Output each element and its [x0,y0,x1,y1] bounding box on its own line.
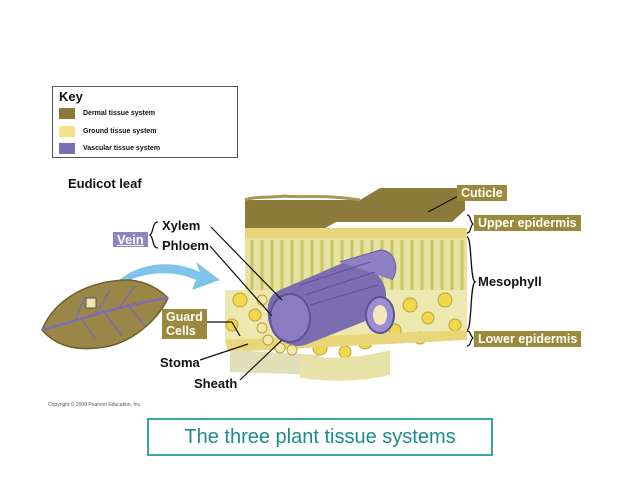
eudicot-leaf-illustration [41,279,169,350]
dermal-swatch [59,107,75,119]
braces [148,214,477,347]
key-item-dermal: Dermal tissue system [59,107,155,119]
upper-epidermis-label: Upper epidermis [474,215,581,231]
lower-epidermis-label: Lower epidermis [474,331,582,347]
key-item-ground: Ground tissue system [59,125,157,137]
cuticle-label: Cuticle [457,185,507,201]
stoma-label: Stoma [160,355,200,370]
xylem-label: Xylem [162,218,201,233]
leader-lines [199,195,459,381]
guard-cells-line1: Guard [166,310,203,324]
leaf-cross-section-block [225,188,467,381]
key-item-vascular: Vascular tissue system [59,142,160,154]
key-title: Key [59,89,83,104]
phloem-label: Phloem [162,238,209,253]
eudicot-leaf-label: Eudicot leaf [68,176,142,191]
slide-title-box: The three plant tissue systems [147,418,493,456]
key-label-ground: Ground tissue system [83,127,157,135]
vascular-swatch [59,142,75,154]
guard-cells-line2: Cells [166,324,196,338]
guard-cells-label: Guard Cells [162,309,207,339]
key-label-vascular: Vascular tissue system [83,144,161,152]
slide-title: The three plant tissue systems [184,425,456,448]
mesophyll-label: Mesophyll [478,274,542,289]
copyright-text: Copyright © 2008 Pearson Education, Inc. [48,402,142,408]
key-legend: Key Dermal tissue system Ground tissue s… [52,86,238,158]
ground-swatch [59,125,75,137]
sheath-label: Sheath [194,376,238,391]
vein-label: Vein [113,232,148,247]
key-label-dermal: Dermal tissue system [83,109,155,117]
zoom-arrow [108,262,220,292]
